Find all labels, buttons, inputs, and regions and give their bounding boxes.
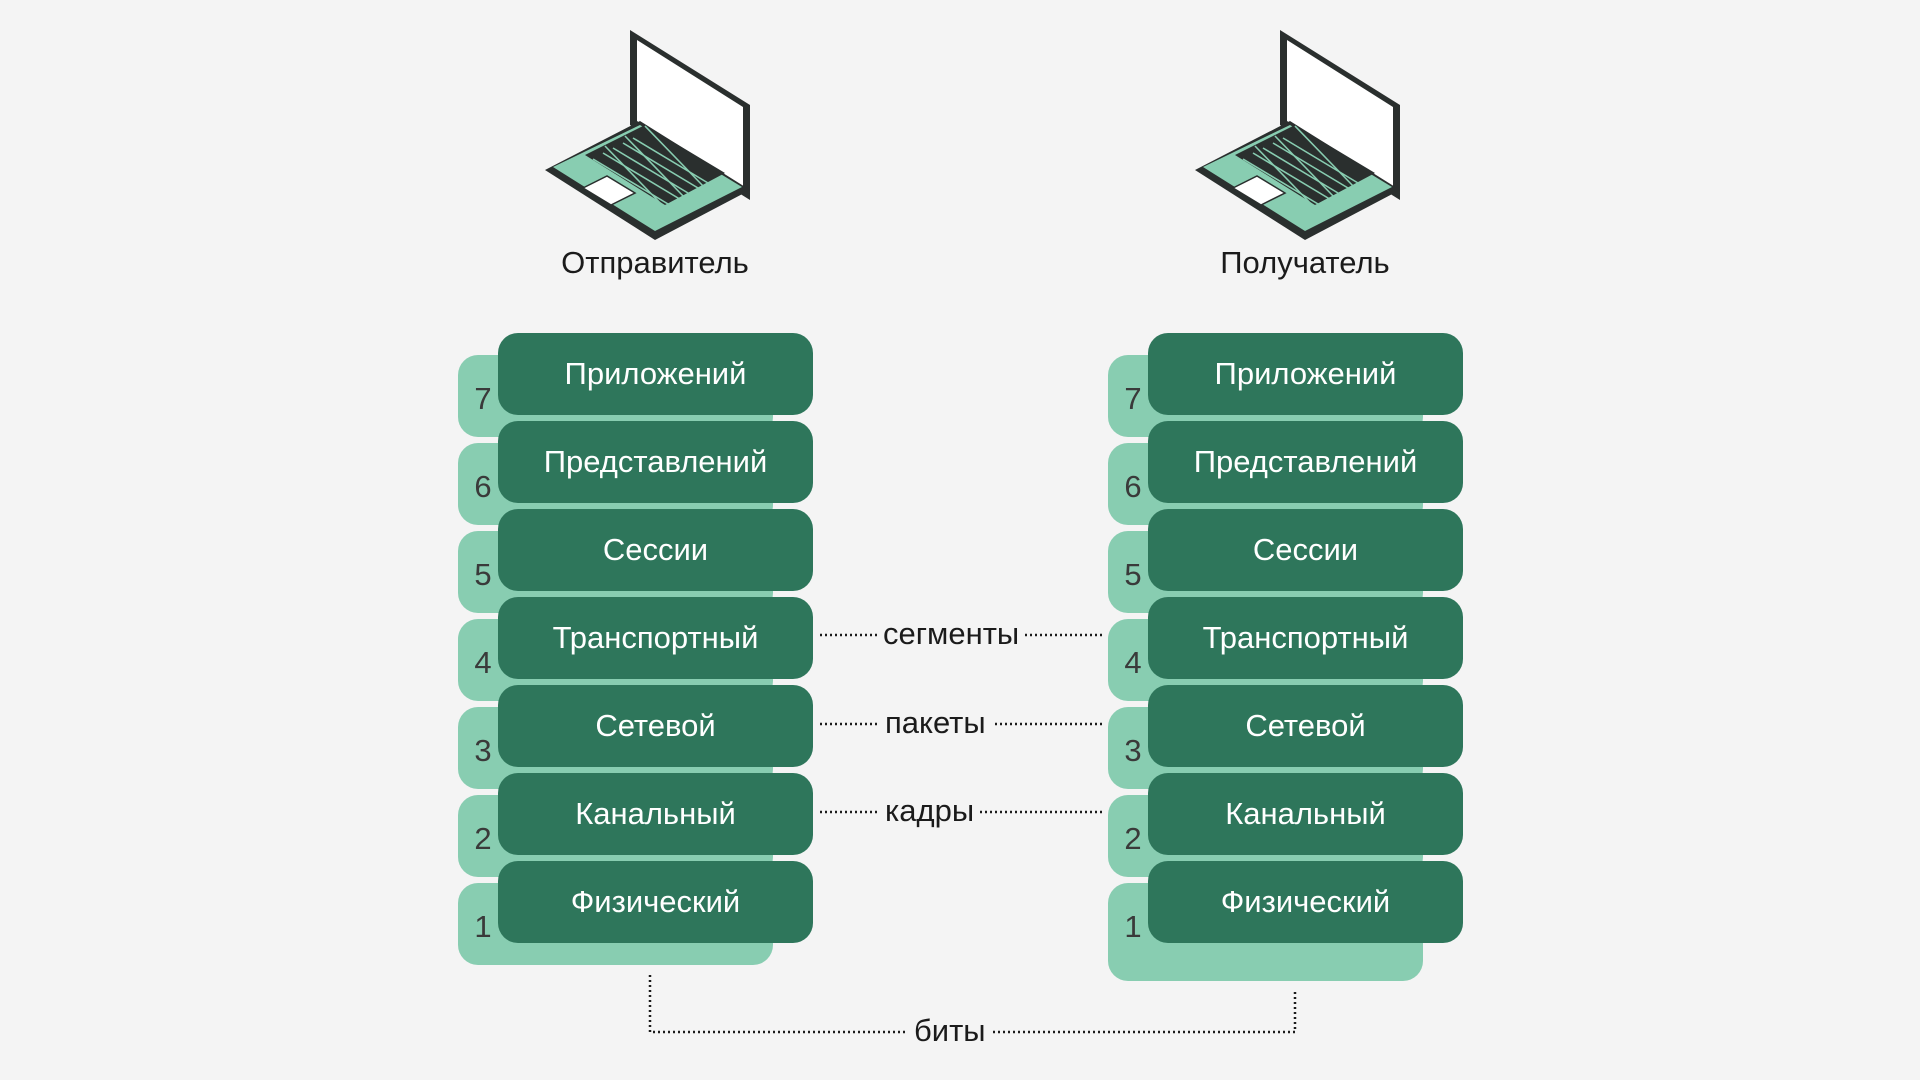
layer-name: Канальный: [1148, 773, 1463, 855]
layer-number: 1: [474, 909, 492, 944]
layer-name: Сетевой: [1148, 685, 1463, 767]
layer-number: 2: [474, 821, 492, 856]
layer-name: Приложений: [498, 333, 813, 415]
physical-link-label: биты: [908, 1015, 992, 1046]
sender-laptop-icon: [545, 30, 750, 240]
layer-number: 3: [474, 733, 492, 768]
layer-number: 5: [1124, 557, 1142, 592]
layer-name: Физический: [498, 861, 813, 943]
datalink-link-label: кадры: [879, 795, 981, 826]
layer-number: 2: [1124, 821, 1142, 856]
layer-number: 3: [1124, 733, 1142, 768]
layer-name: Канальный: [498, 773, 813, 855]
layer-name: Сессии: [498, 509, 813, 591]
receiver-laptop-icon: [1195, 30, 1400, 240]
layer-name: Представлений: [1148, 421, 1463, 503]
network-link-label: пакеты: [879, 707, 992, 738]
layer-number: 1: [1124, 909, 1142, 944]
layer-name: Транспортный: [1148, 597, 1463, 679]
receiver-label: Получатель: [1220, 245, 1390, 280]
layer-name: Транспортный: [498, 597, 813, 679]
layer-name: Сессии: [1148, 509, 1463, 591]
layer-number: 4: [1124, 645, 1142, 680]
layer-name: Представлений: [498, 421, 813, 503]
layer-number: 5: [474, 557, 492, 592]
layer-number: 7: [474, 381, 492, 416]
layer-name: Приложений: [1148, 333, 1463, 415]
layer-number: 6: [474, 469, 492, 504]
layer-number: 4: [474, 645, 492, 680]
layer-number: 7: [1124, 381, 1142, 416]
layer-name: Физический: [1148, 861, 1463, 943]
sender-label: Отправитель: [561, 245, 749, 280]
transport-link-label: сегменты: [877, 618, 1026, 649]
layer-number: 6: [1124, 469, 1142, 504]
layer-name: Сетевой: [498, 685, 813, 767]
